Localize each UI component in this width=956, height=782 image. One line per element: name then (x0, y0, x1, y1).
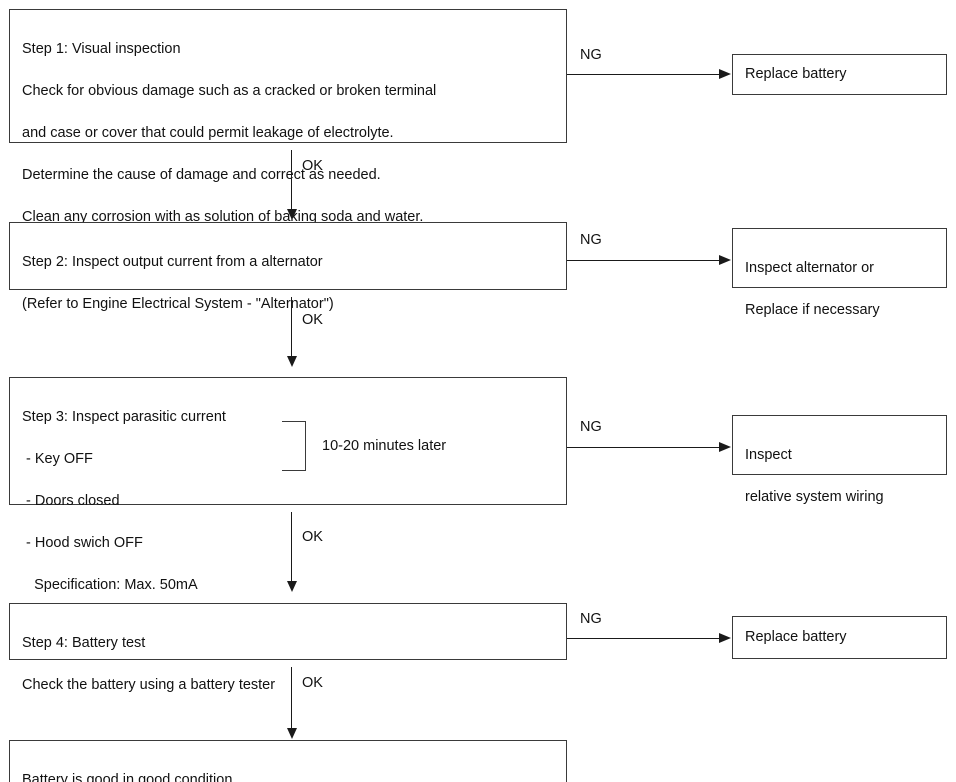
ok-connector-2-arrow (287, 356, 297, 367)
outcome1-line-1: Replace battery (745, 66, 847, 82)
ok-connector-1-line (291, 150, 292, 210)
step3-line-3: - Doors closed (22, 493, 120, 509)
step4-box: Step 4: Battery test Check the battery u… (9, 603, 567, 693)
step2-line-2: (Refer to Engine Electrical System - "Al… (22, 296, 334, 312)
ng-connector-3-line (567, 447, 720, 448)
ng-connector-4-arrow (719, 633, 731, 643)
step4-line-2: Check the battery using a battery tester (22, 677, 276, 693)
ok-label-3: OK (302, 529, 323, 545)
outcome3-line-1: Inspect (745, 447, 792, 463)
result-box: Battery is good in good condition (9, 740, 567, 782)
step1-box: Step 1: Visual inspection Check for obvi… (9, 9, 567, 225)
outcome2-line-2: Replace if necessary (745, 302, 880, 318)
ng-connector-3-arrow (719, 442, 731, 452)
outcome3-box: Inspect relative system wiring (732, 415, 947, 505)
ok-connector-2-line (291, 297, 292, 357)
step1-line-5: Clean any corrosion with as solution of … (22, 209, 424, 225)
outcome4-box: Replace battery (732, 616, 947, 659)
ng-connector-4-line (567, 638, 720, 639)
ok-connector-3-arrow (287, 581, 297, 592)
outcome3-line-2: relative system wiring (745, 489, 884, 505)
ng-label-3: NG (580, 419, 602, 435)
ng-label-2: NG (580, 232, 602, 248)
step1-line-2: Check for obvious damage such as a crack… (22, 83, 437, 99)
step3-note: 10-20 minutes later (322, 438, 447, 454)
ng-connector-2-line (567, 260, 720, 261)
step1-line-3: and case or cover that could permit leak… (22, 125, 394, 141)
step4-line-1: Step 4: Battery test (22, 635, 146, 651)
ng-connector-1-arrow (719, 69, 731, 79)
ng-label-4: NG (580, 611, 602, 627)
step2-line-1: Step 2: Inspect output current from a al… (22, 254, 323, 270)
step3-line-5: Specification: Max. 50mA (22, 577, 198, 593)
step1-line-4: Determine the cause of damage and correc… (22, 167, 381, 183)
step1-line-1: Step 1: Visual inspection (22, 41, 181, 57)
ok-label-4: OK (302, 675, 323, 691)
ng-connector-2-arrow (719, 255, 731, 265)
ok-label-2: OK (302, 312, 323, 328)
ok-connector-3-line (291, 512, 292, 582)
outcome2-line-1: Inspect alternator or (745, 260, 874, 276)
ok-connector-1-arrow (287, 209, 297, 220)
ng-connector-1-line (567, 74, 720, 75)
ok-connector-4-line (291, 667, 292, 729)
step3-line-1: Step 3: Inspect parasitic current (22, 409, 226, 425)
result-line-1: Battery is good in good condition (22, 772, 233, 782)
step3-line-2: - Key OFF (22, 451, 93, 467)
outcome1-box: Replace battery (732, 54, 947, 95)
step3-box: Step 3: Inspect parasitic current - Key … (9, 377, 567, 593)
ng-label-1: NG (580, 47, 602, 63)
step3-line-4: - Hood swich OFF (22, 535, 143, 551)
outcome4-line-1: Replace battery (745, 629, 847, 645)
step3-bracket (282, 421, 306, 471)
outcome2-box: Inspect alternator or Replace if necessa… (732, 228, 947, 318)
step2-box: Step 2: Inspect output current from a al… (9, 222, 567, 312)
ok-label-1: OK (302, 158, 323, 174)
ok-connector-4-arrow (287, 728, 297, 739)
